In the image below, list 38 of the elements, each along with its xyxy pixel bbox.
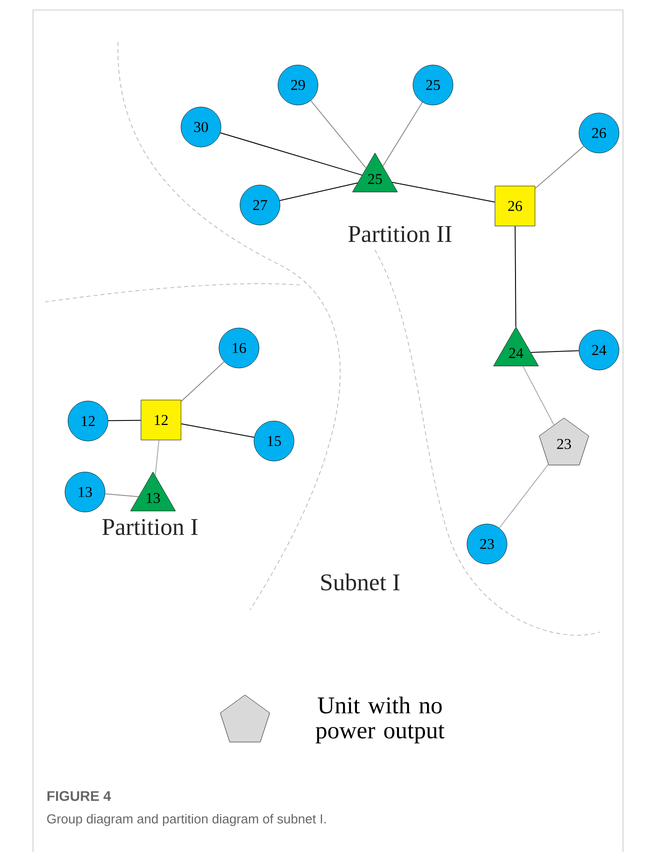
connector-line bbox=[104, 493, 139, 498]
pentagon-node: 23 bbox=[539, 418, 589, 466]
square-node: 26 bbox=[494, 186, 536, 226]
circle-node: 23 bbox=[466, 524, 508, 564]
region-label: Partition II bbox=[348, 226, 452, 242]
connector-line bbox=[382, 102, 423, 167]
region-label: Subnet I bbox=[321, 574, 400, 590]
circle-node: 12 bbox=[68, 400, 108, 442]
figure-caption: Group diagram and partition diagram of subnet I. bbox=[47, 814, 326, 826]
circle-node: 25 bbox=[412, 64, 454, 106]
region-label: Partition I bbox=[102, 518, 198, 536]
triangle-node: 24 bbox=[493, 326, 539, 366]
connector-line bbox=[220, 132, 362, 176]
circle-node: 24 bbox=[578, 330, 620, 370]
connector-line bbox=[279, 182, 358, 201]
connector-line bbox=[498, 464, 549, 528]
legend-text: Unit with no power output bbox=[316, 696, 444, 744]
triangle-node: 25 bbox=[352, 152, 398, 192]
connector-line bbox=[522, 366, 554, 426]
figure-title: FIGURE 4 bbox=[47, 791, 112, 801]
circle-node: 26 bbox=[578, 112, 620, 154]
triangle-node: 13 bbox=[130, 472, 176, 512]
connector-line bbox=[154, 440, 160, 476]
circle-node: 13 bbox=[64, 472, 106, 512]
connector-line bbox=[310, 100, 366, 169]
connector-line bbox=[534, 146, 584, 189]
connector-line bbox=[392, 182, 496, 203]
connector-line bbox=[180, 361, 225, 402]
connector-line bbox=[108, 420, 142, 422]
connector-line bbox=[514, 226, 516, 328]
circle-node: 30 bbox=[180, 106, 222, 148]
circle-node: 29 bbox=[278, 64, 318, 106]
square-node: 12 bbox=[140, 400, 182, 440]
circle-node: 16 bbox=[218, 328, 260, 368]
circle-node: 15 bbox=[254, 420, 294, 462]
connector-line bbox=[530, 350, 580, 353]
connector-line bbox=[180, 423, 255, 438]
circle-node: 27 bbox=[240, 184, 280, 226]
